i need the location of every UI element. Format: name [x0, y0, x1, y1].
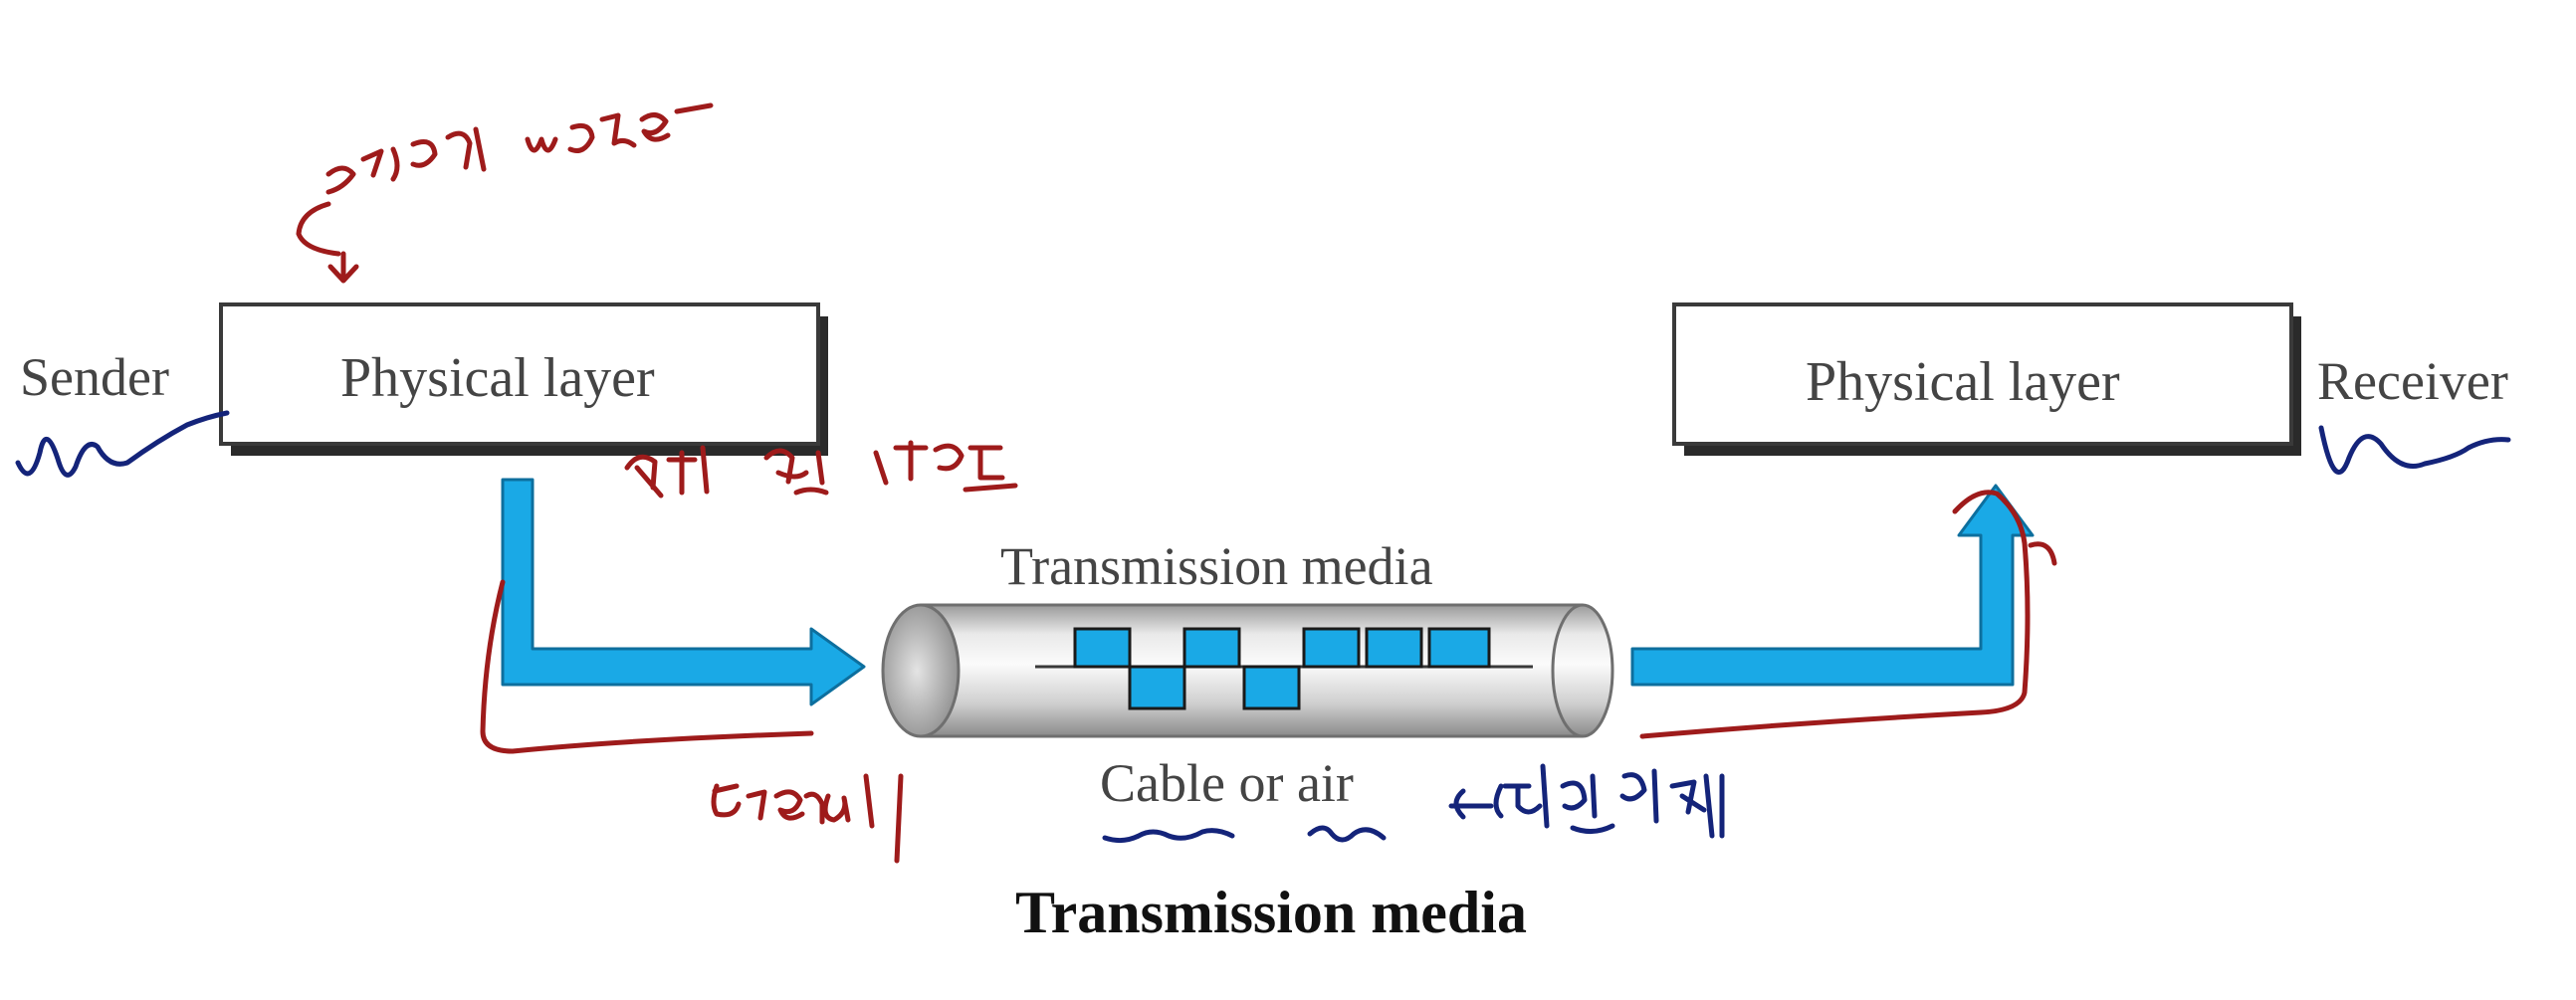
- right-signal-arrow-icon: [1630, 484, 2035, 687]
- left-physical-layer-box: [219, 302, 828, 456]
- sender-label: Sender: [20, 347, 169, 407]
- receiver-label: Receiver: [2317, 351, 2508, 411]
- left-physical-layer-label: Physical layer: [340, 347, 655, 409]
- blue-handwriting-annotations: [15, 410, 2511, 844]
- right-physical-layer-box: [1672, 302, 2301, 456]
- figure-caption: Transmission media: [1015, 880, 1527, 945]
- right-physical-layer-label: Physical layer: [1806, 351, 2120, 413]
- left-signal-arrow-icon: [501, 478, 866, 706]
- red-handwriting-annotations: [296, 102, 2057, 864]
- signal-wave-icon: [1035, 627, 1533, 710]
- cable-or-air-label: Cable or air: [1100, 753, 1354, 813]
- transmission-media-label: Transmission media: [1000, 536, 1433, 596]
